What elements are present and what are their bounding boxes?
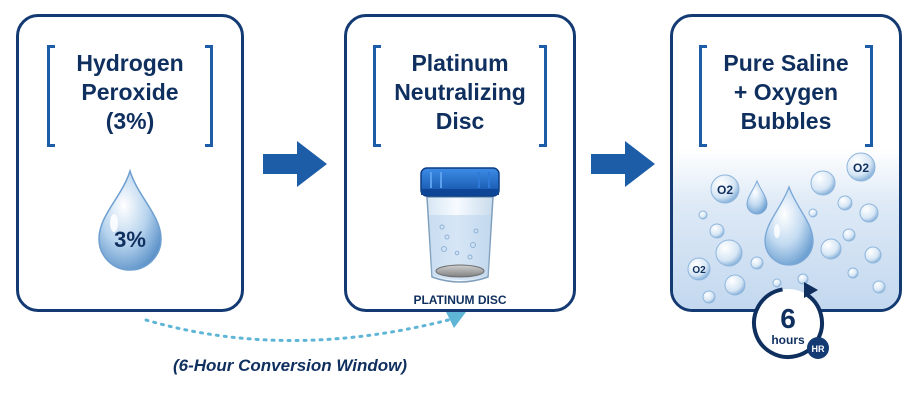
timer-icon: 6 hours HR (752, 282, 829, 359)
o2-label: O2 (717, 183, 733, 197)
bubbles-icon: O2 O2 O2 (687, 152, 886, 304)
timer-badge: HR (812, 344, 825, 354)
o2-label: O2 (692, 265, 706, 276)
right-bracket (539, 45, 547, 147)
container-icon (420, 167, 500, 283)
title-line: Neutralizing (394, 79, 526, 105)
title-line: + Oxygen (733, 79, 839, 105)
title-line: Disc (435, 108, 485, 134)
droplet-icon: 3% (98, 168, 162, 271)
platinum-disc-panel: Platinum Neutralizing Disc (344, 14, 576, 312)
title-line: Bubbles (740, 108, 832, 134)
title-line: Platinum (411, 50, 509, 76)
timer-number: 6 (780, 303, 796, 334)
arrow-right-icon (263, 141, 327, 187)
dotted-connector (144, 312, 466, 342)
arrow-right-icon (591, 141, 655, 187)
title-line: Hydrogen (76, 50, 184, 76)
o2-label: O2 (853, 161, 869, 175)
right-bracket (205, 45, 213, 147)
drop-label: 3% (114, 227, 146, 252)
left-bracket (373, 45, 381, 147)
conversion-window-caption: (6-Hour Conversion Window) (172, 356, 408, 375)
title-line: Pure Saline (723, 50, 849, 76)
panel-title: Pure Saline + Oxygen Bubbles (673, 49, 899, 136)
right-bracket (865, 45, 873, 147)
pure-saline-panel: Pure Saline + Oxygen Bubbles O2 O2 O2 (670, 14, 902, 312)
disc-label: PLATINUM DISC (413, 293, 507, 307)
panel-title: Hydrogen Peroxide (3%) (19, 49, 241, 136)
timer-unit: hours (771, 333, 805, 347)
title-line: Peroxide (81, 79, 179, 105)
panel-title: Platinum Neutralizing Disc (347, 49, 573, 136)
left-bracket (47, 45, 55, 147)
left-bracket (699, 45, 707, 147)
title-line: (3%) (105, 108, 155, 134)
hydrogen-peroxide-panel: Hydrogen Peroxide (3%) 3% (16, 14, 244, 312)
